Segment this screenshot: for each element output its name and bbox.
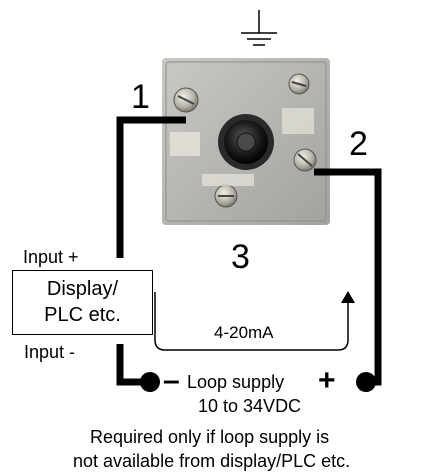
current-range-label: 4-20mA [214, 323, 274, 342]
loop-supply-label: Loop supply [187, 372, 285, 392]
note-line-2: not available from display/PLC etc. [73, 451, 351, 471]
input-plus-label: Input + [23, 247, 79, 267]
transmitter-head [162, 58, 330, 225]
loop-minus-sign: – [163, 364, 180, 397]
loop-plus-sign: + [318, 364, 336, 397]
loop-supply-voltage: 10 to 34VDC [198, 396, 302, 416]
connector-dot-left [140, 372, 160, 392]
terminal-3-label: 3 [231, 238, 250, 276]
note-line-1: Required only if loop supply is [90, 427, 330, 447]
terminal-screw [173, 87, 199, 113]
terminal-1-label: 1 [131, 78, 150, 116]
current-arrow [154, 292, 349, 351]
terminal-screw [214, 184, 238, 208]
terminal-2-label: 2 [349, 125, 368, 163]
display-plc-box: Display/ PLC etc. [12, 270, 153, 335]
current-arrowhead [341, 291, 355, 303]
terminal-screw [293, 148, 317, 172]
display-box-line2: PLC etc. [44, 304, 121, 326]
wire-left [116, 116, 186, 386]
ground-icon [241, 10, 277, 46]
center-knob [218, 114, 274, 170]
terminal-screw [288, 73, 310, 95]
input-minus-label: Input - [24, 342, 76, 362]
connector-dot-right [356, 372, 376, 392]
display-box-line1: Display/ [46, 278, 119, 300]
